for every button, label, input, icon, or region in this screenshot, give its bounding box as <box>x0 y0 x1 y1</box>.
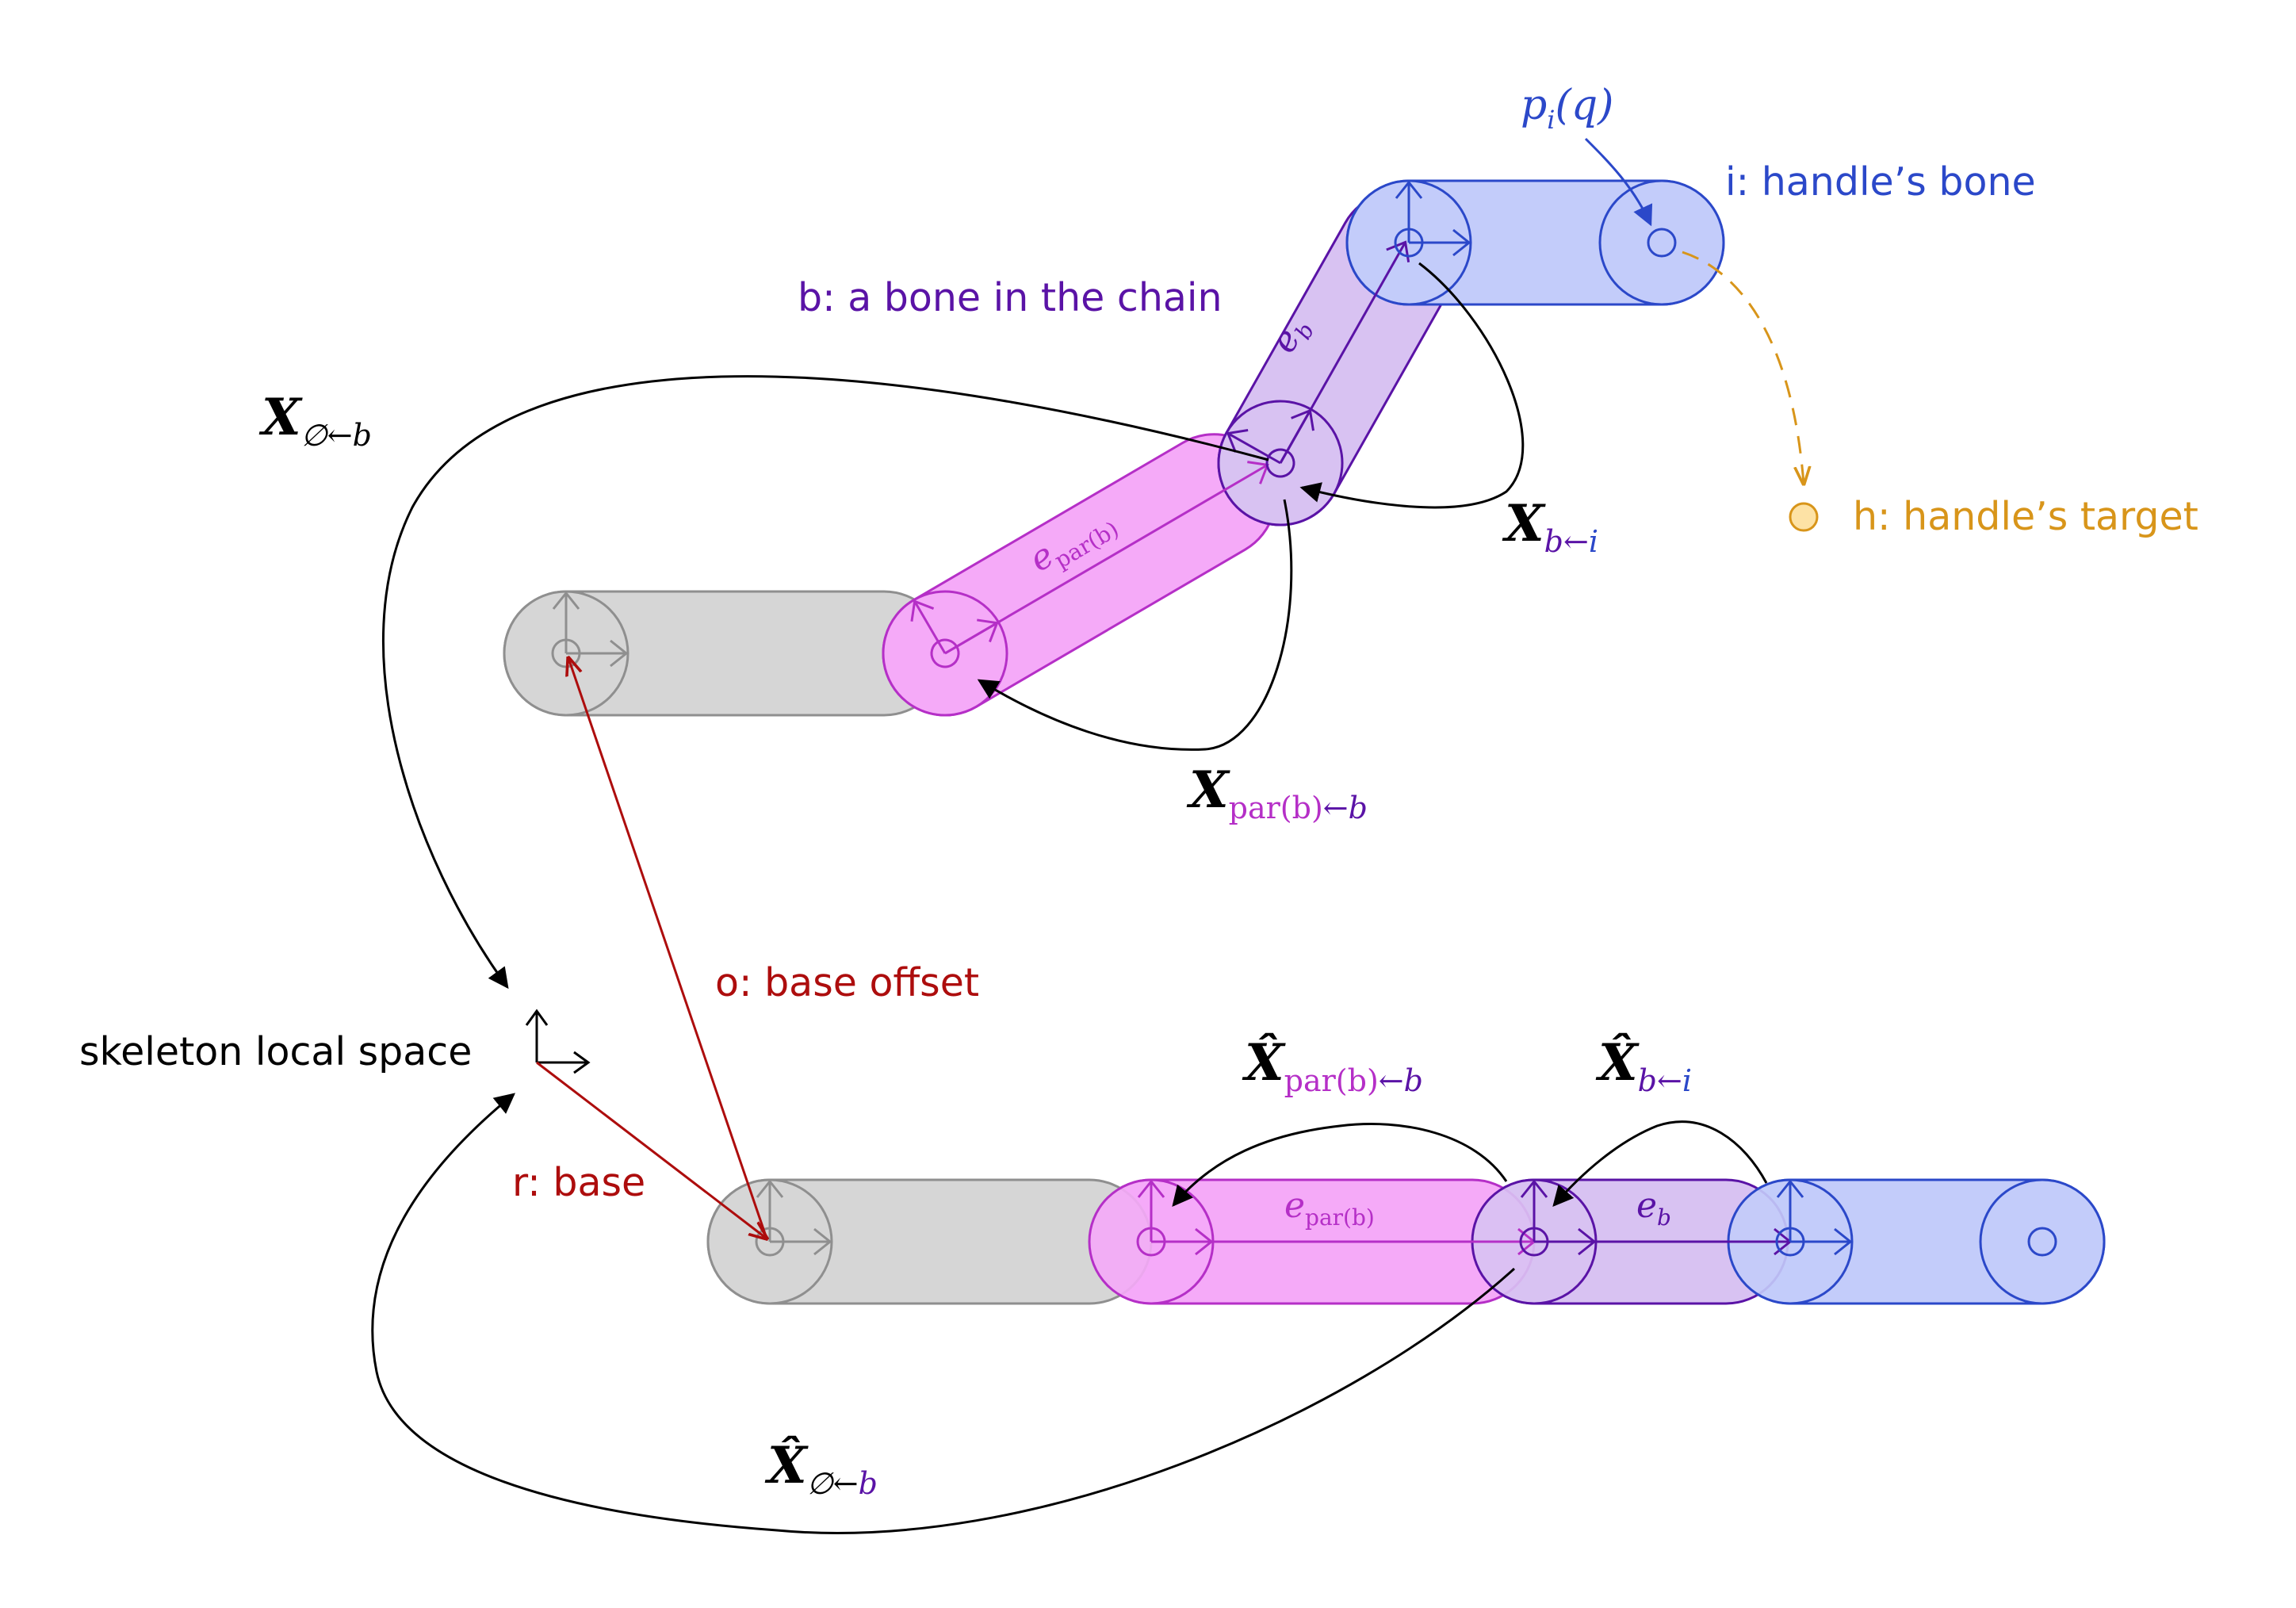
arrow-xhat-b-i <box>1552 1120 1768 1207</box>
math-xhat-null-b: X̂∅←b <box>764 1436 878 1501</box>
top-handle-frame <box>1394 180 1471 258</box>
handle-point-marker <box>1647 228 1677 258</box>
math-x-par-b: Xpar(b)←b <box>1186 760 1368 825</box>
label-skeleton-space: skeleton local space <box>79 1029 472 1074</box>
arrow-x-par-b <box>977 499 1293 751</box>
label-base: r: base <box>512 1160 645 1205</box>
math-p-i-q: pi(q) <box>1521 82 1613 135</box>
arrow-x-null-b <box>382 375 1269 990</box>
arrow-x-b-i <box>1299 262 1525 509</box>
arrow-xhat-null-b <box>371 1093 1516 1534</box>
math-e-par-b-bottom: epar(b) <box>1284 1185 1375 1231</box>
label-handle-bone: i: handle’s bone <box>1725 159 2036 205</box>
math-xhat-b-i: X̂b←i <box>1595 1033 1692 1098</box>
math-x-null-b: X∅←b <box>258 388 372 453</box>
label-base-offset: o: base offset <box>715 960 979 1005</box>
handle-target-point <box>1789 502 1819 532</box>
math-x-b-i: Xb←i <box>1502 494 1598 559</box>
math-xhat-par-b: X̂par(b)←b <box>1242 1033 1423 1098</box>
bottom-handle-frame <box>1775 1179 1853 1257</box>
base-vector <box>536 1061 767 1239</box>
math-e-b-bottom: eb <box>1636 1185 1671 1231</box>
label-handle-target: h: handle’s target <box>1853 494 2198 539</box>
handle-target-path <box>1682 251 1804 484</box>
label-chain-bone: b: a bone in the chain <box>798 275 1223 320</box>
base-offset-vector <box>568 658 768 1239</box>
arrow-p-i-q <box>1584 137 1653 227</box>
skeleton-local-axes <box>525 1009 591 1074</box>
top-handle-bone <box>1345 179 1725 306</box>
arrow-xhat-par-b <box>1172 1123 1508 1207</box>
